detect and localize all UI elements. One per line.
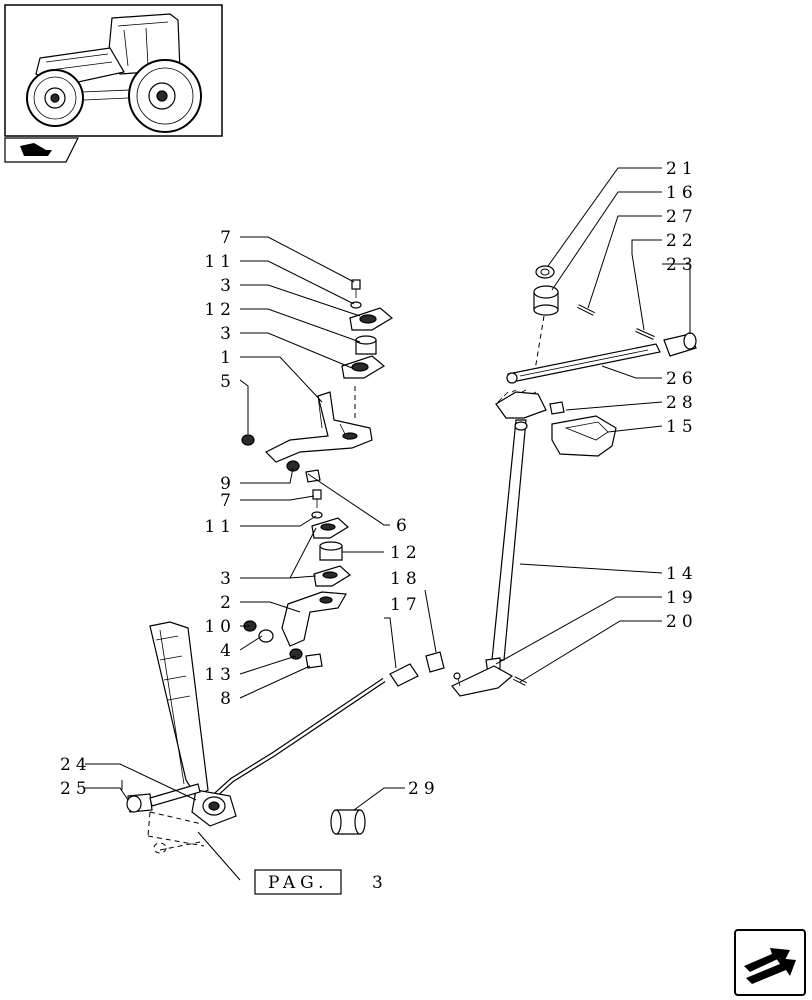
- callout-24: 24: [60, 755, 92, 775]
- callout-26: 26: [666, 369, 698, 389]
- callout-3: 3: [220, 276, 236, 296]
- callout-22: 22: [666, 231, 698, 251]
- tractor-thumbnail: [4, 4, 223, 137]
- callout-10: 10: [204, 617, 236, 637]
- callout-6: 6: [396, 516, 412, 536]
- callout-21: 21: [666, 159, 698, 179]
- callout-16: 16: [666, 183, 698, 203]
- callout-9: 9: [220, 474, 236, 494]
- bushing-29: [330, 809, 366, 835]
- callout-18: 18: [390, 569, 422, 589]
- callout-5: 5: [220, 372, 236, 392]
- leader-lines: [85, 167, 691, 881]
- callout-28: 28: [666, 393, 698, 413]
- callout-17: 17: [390, 595, 422, 615]
- page-reference-number: 3: [372, 873, 388, 893]
- callout-15: 15: [666, 417, 698, 437]
- callout-8: 8: [220, 689, 236, 709]
- callout-14: 14: [666, 564, 698, 584]
- callout-25: 25: [60, 779, 92, 799]
- callout-7: 7: [220, 491, 236, 511]
- callout-11: 11: [204, 252, 236, 272]
- callout-3: 3: [220, 324, 236, 344]
- callout-7: 7: [220, 228, 236, 248]
- callout-4: 4: [220, 641, 236, 661]
- callout-1: 1: [220, 348, 236, 368]
- callout-labels: 7 11 3 12 3 1 5 9 7 6 11 12 3 18 2 17 10…: [60, 159, 698, 799]
- callout-12: 12: [204, 300, 236, 320]
- callout-3: 3: [220, 569, 236, 589]
- next-page-arrow-icon[interactable]: [734, 929, 806, 996]
- control-rod-and-lever: [126, 621, 445, 854]
- callout-27: 27: [666, 207, 698, 227]
- book-section-icon[interactable]: [4, 137, 79, 163]
- callout-20: 20: [666, 612, 698, 632]
- callout-11: 11: [204, 517, 236, 537]
- lower-bracket-assembly: [243, 489, 351, 669]
- callout-29: 29: [408, 779, 440, 799]
- callout-13: 13: [204, 665, 236, 685]
- upper-bracket-assembly: [241, 279, 394, 483]
- callout-19: 19: [666, 588, 698, 608]
- page-reference[interactable]: PAG. 3: [254, 869, 388, 895]
- callout-23: 23: [666, 255, 698, 275]
- callout-2: 2: [220, 593, 236, 613]
- shaft-assembly: [451, 265, 697, 697]
- page-reference-prefix: PAG.: [268, 873, 329, 893]
- callout-12: 12: [390, 543, 422, 563]
